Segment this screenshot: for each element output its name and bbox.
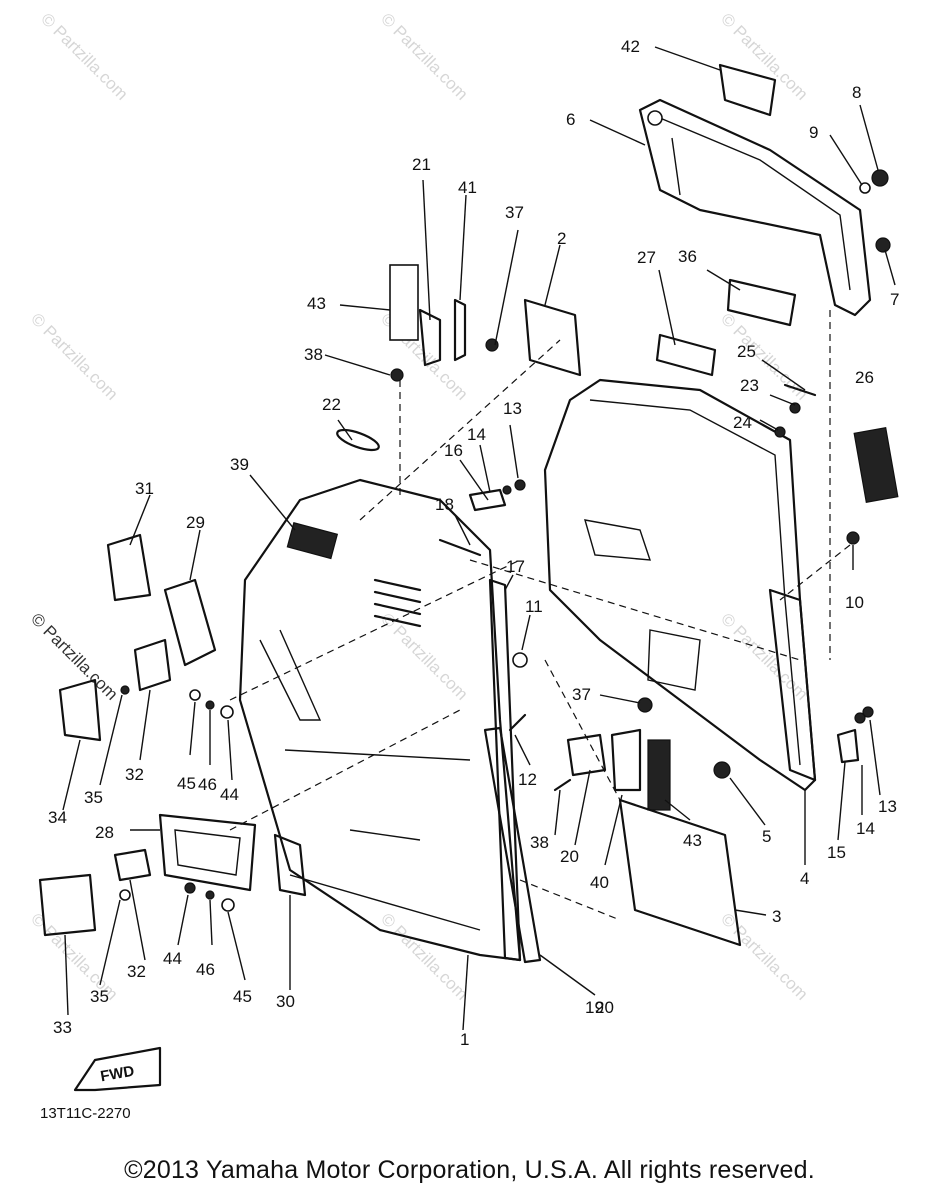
part-num: 33	[53, 1018, 72, 1037]
part-num: 20	[595, 998, 614, 1017]
part-num: 13	[503, 399, 522, 418]
left-bracket-parts	[58, 533, 234, 742]
part-num: 35	[84, 788, 103, 807]
part-num: 22	[322, 395, 341, 414]
part-num: 39	[230, 455, 249, 474]
hinge-parts-21-41-43	[389, 264, 499, 382]
part-num: 45	[177, 774, 196, 793]
part-num: 6	[566, 110, 575, 129]
vent-slots	[373, 578, 422, 628]
part-num: 28	[95, 823, 114, 842]
fwd-label: FWD	[99, 1063, 136, 1086]
part-num: 32	[127, 962, 146, 981]
part-num: 11	[525, 597, 543, 616]
watermark: © Partzilla.com	[27, 309, 121, 403]
assembly-lines	[229, 310, 851, 921]
part-num: 43	[683, 831, 702, 850]
sheet-part-2	[523, 298, 582, 377]
part-num: 19	[585, 998, 604, 1017]
part-num: 14	[856, 819, 875, 838]
watermark: © Partzilla.com	[717, 609, 811, 703]
part-num: 14	[467, 425, 486, 444]
drawing-code: 13T11C-2270	[40, 1105, 131, 1122]
part-num: 44	[220, 785, 239, 804]
seal-part-19	[483, 726, 542, 964]
part-num: 37	[505, 203, 524, 222]
center-lower-parts	[508, 652, 742, 947]
part-num: 30	[276, 992, 295, 1011]
part-num: 9	[809, 123, 818, 142]
main-cover-part-1	[238, 478, 522, 962]
part-num: 38	[530, 833, 549, 852]
fwd-arrow-icon: FWD	[73, 1046, 162, 1092]
part-num: 18	[435, 495, 454, 514]
part-num: 10	[845, 593, 864, 612]
right-hardware-13-14-15	[836, 706, 874, 764]
part-num: 44	[163, 949, 182, 968]
copyright-notice: ©2013 Yamaha Motor Corporation, U.S.A. A…	[124, 1156, 815, 1184]
part-num: 46	[196, 960, 215, 979]
part-num: 5	[762, 827, 771, 846]
watermark: © Partzilla.com	[27, 609, 121, 703]
part-num: 23	[740, 376, 759, 395]
part-num: 45	[233, 987, 252, 1006]
part-num: 24	[733, 413, 752, 432]
part-num: 29	[186, 513, 205, 532]
part-num: 37	[572, 685, 591, 704]
lock-part-39	[286, 521, 339, 560]
part-num: 17	[506, 557, 525, 576]
plate-part-22	[336, 428, 380, 452]
part-num: 34	[48, 808, 67, 827]
part-num: 15	[827, 843, 846, 862]
seal-part-17	[488, 578, 522, 962]
part-num: 43	[307, 294, 326, 313]
watermark: © Partzilla.com	[37, 9, 131, 103]
part-num: 41	[458, 178, 477, 197]
part-num: 2	[557, 229, 566, 248]
part-num: 36	[678, 247, 697, 266]
part-num: 8	[852, 83, 861, 102]
part-num: 20	[560, 847, 579, 866]
pad-part-26	[853, 427, 899, 503]
hardware-23-24-25-10	[774, 383, 860, 545]
part-num: 42	[621, 37, 640, 56]
lid-frame-part-6	[638, 98, 872, 317]
part-num: 7	[890, 290, 899, 309]
trunk-shell-part-4	[543, 378, 817, 792]
part-num: 27	[637, 248, 656, 267]
sheet-part-27	[655, 333, 717, 377]
sheet-part-36	[726, 278, 797, 327]
bolts-7-8-9	[859, 169, 891, 253]
leader-lines	[62, 46, 896, 1031]
part-num: 12	[518, 770, 537, 789]
part-num: 32	[125, 765, 144, 784]
part-num: 4	[800, 869, 809, 888]
part-num: 3	[772, 907, 781, 926]
watermark: © Partzilla.com	[377, 9, 471, 103]
part-num: 16	[444, 441, 463, 460]
part-num: 13	[878, 797, 897, 816]
part-num: 26	[855, 368, 874, 387]
part-num: 46	[198, 775, 217, 794]
watermark: © Partzilla.com	[717, 9, 811, 103]
part-num: 25	[737, 342, 756, 361]
part-num: 38	[304, 345, 323, 364]
watermark: © Partzilla.com	[717, 909, 811, 1003]
part-num: 35	[90, 987, 109, 1006]
label-part-42	[718, 63, 777, 117]
part-num: 31	[135, 479, 154, 498]
part-num: 1	[460, 1030, 469, 1049]
part-number-labels: 1 2 3 4 5 6 7 8 9 10 11 12 13 14 15 16 1…	[48, 37, 899, 1049]
part-num: 21	[412, 155, 431, 174]
watermark: © Partzilla.com	[377, 609, 471, 703]
part-num: 40	[590, 873, 609, 892]
lower-left-parts	[38, 813, 307, 937]
